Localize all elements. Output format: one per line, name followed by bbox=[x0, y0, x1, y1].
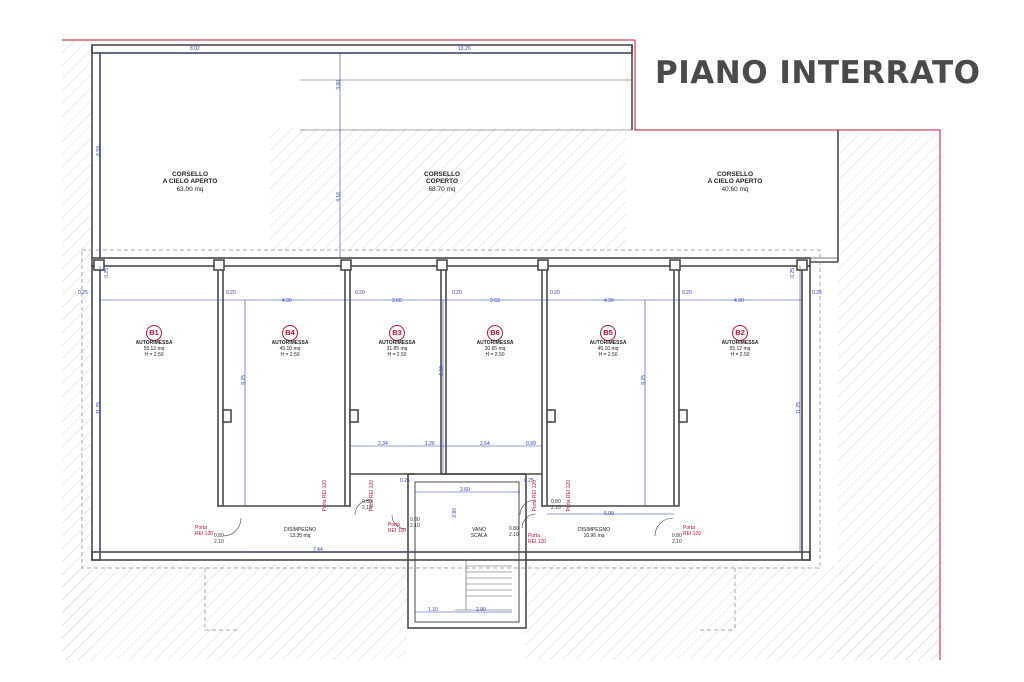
dim-inner-10: 0.25 bbox=[400, 478, 410, 484]
dim-wall-2: 0.20 bbox=[355, 290, 365, 296]
dim-inner-6: 6.09 bbox=[604, 511, 614, 517]
dim-top-1: 8.02 bbox=[190, 46, 200, 52]
dim-top-3: 3.90 bbox=[336, 80, 342, 90]
dim-wall-4: 0.20 bbox=[550, 290, 560, 296]
dimension-lines bbox=[99, 52, 802, 613]
door-label-5: Porta REI 120 bbox=[322, 480, 328, 512]
dim-wall-5: 0.20 bbox=[682, 290, 692, 296]
dim-inner-8: 1.10 bbox=[428, 607, 438, 613]
dim-edge-3: 0.25 bbox=[104, 268, 110, 278]
garage-b1-badge[interactable]: B1 bbox=[146, 325, 162, 341]
dim-height-4: 9.25 bbox=[641, 375, 647, 385]
dim-inner-5: 2.60 bbox=[460, 487, 470, 493]
dim-row-d: 4.90 bbox=[604, 298, 614, 304]
dim-inner-11: 0.25 bbox=[524, 478, 534, 484]
dim-height-2: 11.25 bbox=[796, 402, 802, 415]
dim-inner-7: 7.44 bbox=[313, 547, 323, 553]
dim-row-e: 4.90 bbox=[734, 298, 744, 304]
dim-wall-3: 0.20 bbox=[452, 290, 462, 296]
dim-height-1: 11.25 bbox=[96, 402, 102, 415]
dim-inner-4: 0.99 bbox=[526, 441, 536, 447]
dim-height-5: 6.19 bbox=[439, 366, 445, 376]
garage-b3-badge[interactable]: B3 bbox=[389, 325, 405, 341]
door-label-7: Porta REI 120 bbox=[532, 480, 538, 512]
door-label-8: Porta REI 120 bbox=[566, 480, 572, 512]
dim-inner-3: 2.64 bbox=[480, 441, 490, 447]
garage-b2-badge[interactable]: B2 bbox=[732, 325, 748, 341]
garage-b4-badge[interactable]: B4 bbox=[282, 325, 298, 341]
dim-edge-4: 0.25 bbox=[790, 268, 796, 278]
dim-row-b: 3.60 bbox=[392, 298, 402, 304]
dim-inner-12: 2.80 bbox=[452, 508, 458, 518]
dim-top-5: 4.16 bbox=[336, 192, 342, 202]
dim-inner-9: 2.90 bbox=[476, 607, 486, 613]
dim-top-2: 13.20 bbox=[458, 46, 471, 52]
dim-inner-2: 1.26 bbox=[425, 441, 435, 447]
page-title: PIANO INTERRATO bbox=[655, 55, 981, 91]
property-boundary bbox=[62, 39, 941, 660]
dim-edge-1: 0.25 bbox=[78, 290, 88, 296]
dim-row-a: 4.90 bbox=[282, 298, 292, 304]
dim-row-c: 3.63 bbox=[490, 298, 500, 304]
terrain-hatch bbox=[62, 40, 940, 660]
walls bbox=[81, 44, 839, 631]
dim-inner-1: 2.34 bbox=[378, 441, 388, 447]
garage-b6-badge[interactable]: B6 bbox=[487, 325, 503, 341]
dim-wall-1: 0.20 bbox=[226, 290, 236, 296]
dim-edge-2: 0.25 bbox=[812, 290, 822, 296]
garage-b5-badge[interactable]: B5 bbox=[600, 325, 616, 341]
dim-top-4: 6.59 bbox=[96, 146, 102, 156]
dim-height-3: 9.25 bbox=[241, 375, 247, 385]
